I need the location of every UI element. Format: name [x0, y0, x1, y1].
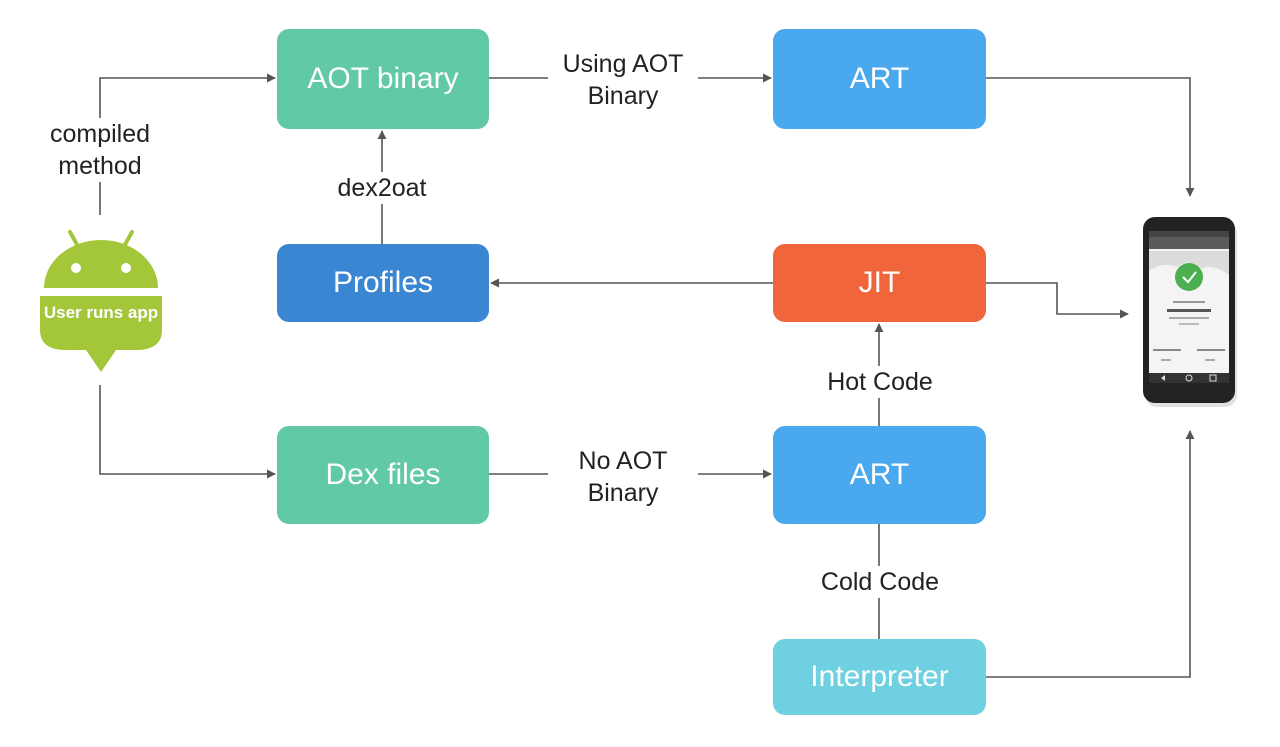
- edge-art-to-phone: [986, 77, 1195, 197]
- art-top-box: ART: [773, 29, 986, 129]
- edge-jit-to-phone: [986, 282, 1129, 319]
- jit-label: JIT: [858, 266, 901, 299]
- dex-files-box: Dex files: [277, 426, 489, 524]
- dex-files-label: Dex files: [325, 458, 441, 491]
- no-aot-line: No AOT: [578, 447, 668, 475]
- using-aot-line: Using AOT: [562, 50, 684, 78]
- edge-interpreter-to-phone: [986, 430, 1195, 678]
- no-aot-line: Binary: [587, 479, 659, 507]
- art-bottom-box: ART: [773, 426, 986, 524]
- edge-android-to-dex: [99, 385, 276, 479]
- no-aot-binary-label: No AOT Binary: [548, 445, 698, 509]
- profiles-label: Profiles: [332, 266, 434, 299]
- compiled-method-label: compiled method: [30, 118, 170, 182]
- android-icon: [40, 230, 162, 372]
- using-aot-line: Binary: [587, 82, 659, 110]
- user-runs-app-label: User runs app: [43, 303, 159, 322]
- cold-code-label: Cold Code: [806, 566, 954, 598]
- art-top-label: ART: [849, 62, 910, 95]
- hot-code-label: Hot Code: [810, 366, 950, 398]
- smartphone-icon: [1143, 217, 1237, 407]
- interpreter-box: Interpreter: [773, 639, 986, 715]
- aot-binary-label: AOT binary: [307, 62, 459, 95]
- jit-box: JIT: [773, 244, 986, 322]
- compiled-method-line: compiled: [49, 120, 151, 148]
- interpreter-label: Interpreter: [810, 660, 949, 693]
- art-bottom-label: ART: [849, 458, 910, 491]
- aot-binary-box: AOT binary: [277, 29, 489, 129]
- using-aot-binary-label: Using AOT Binary: [548, 48, 698, 112]
- compiled-method-line: method: [58, 152, 142, 180]
- profiles-box: Profiles: [277, 244, 489, 322]
- dex2oat-label: dex2oat: [322, 172, 442, 204]
